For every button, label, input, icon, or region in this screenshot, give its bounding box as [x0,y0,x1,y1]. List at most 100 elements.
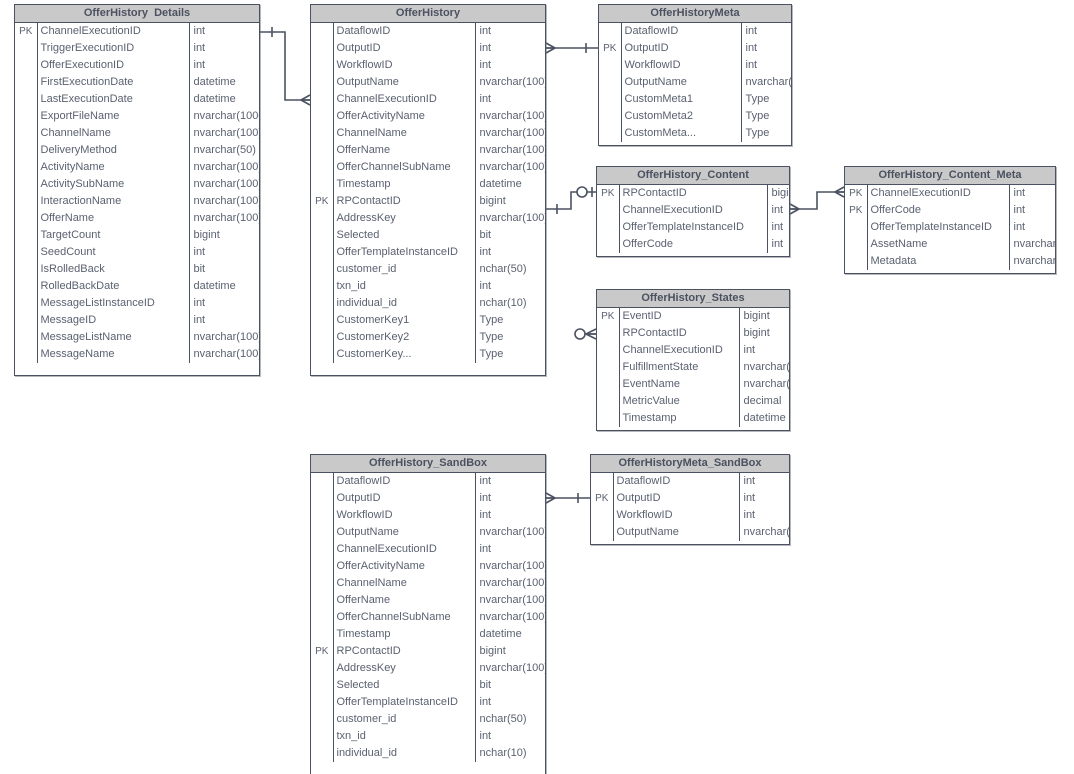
attribute-row[interactable]: CustomMeta...Type [599,125,791,142]
entity-offerhistory-content[interactable]: OfferHistory_ContentPKRPContactIDbigintC… [596,166,790,257]
attribute-name: OfferActivityName [333,108,476,125]
attribute-type: int [193,25,206,37]
attribute-key: PK [845,202,868,219]
attribute-row[interactable]: CustomerKey...Type [311,346,545,363]
attribute-key [15,244,38,261]
attribute-row[interactable]: AssetNamenvarchar(100) [845,236,1055,253]
attribute-name: CustomerKey... [333,346,476,363]
attribute-name: SeedCount [37,244,190,261]
attribute-key [15,159,38,176]
attribute-name: WorkflowID [621,57,742,74]
